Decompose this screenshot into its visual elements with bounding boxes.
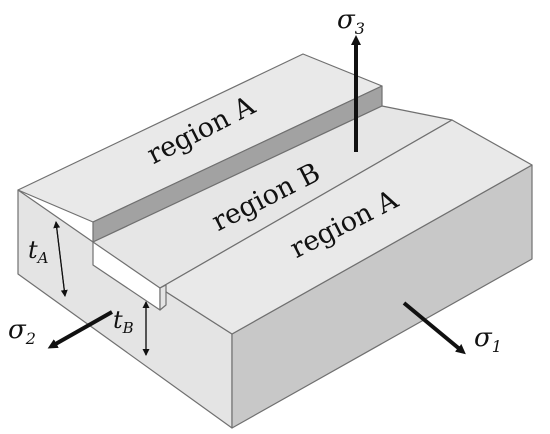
sigma-1-label: σ1 [474, 323, 502, 356]
sigma-1-shaft [402, 301, 466, 355]
sigma-3-label: σ3 [337, 5, 365, 38]
thickness-a-dimension: tA [28, 221, 68, 297]
sigma-1-arrow: σ1 [402, 301, 502, 356]
sigma-2-label: σ2 [8, 315, 36, 348]
thickness-b-label: tB [113, 306, 134, 337]
sigma-3-arrow: σ3 [337, 5, 365, 152]
front-step-face [159, 284, 167, 311]
specimen-block [17, 53, 533, 429]
thickness-b-dimension: tB [113, 301, 150, 356]
thickness-a-line-back [55, 221, 68, 297]
thickness-a-label: tA [28, 236, 49, 267]
region-a-front-top [159, 119, 533, 335]
sigma-2-arrow: σ2 [8, 310, 113, 349]
sigma-2-shaft [47, 310, 113, 349]
